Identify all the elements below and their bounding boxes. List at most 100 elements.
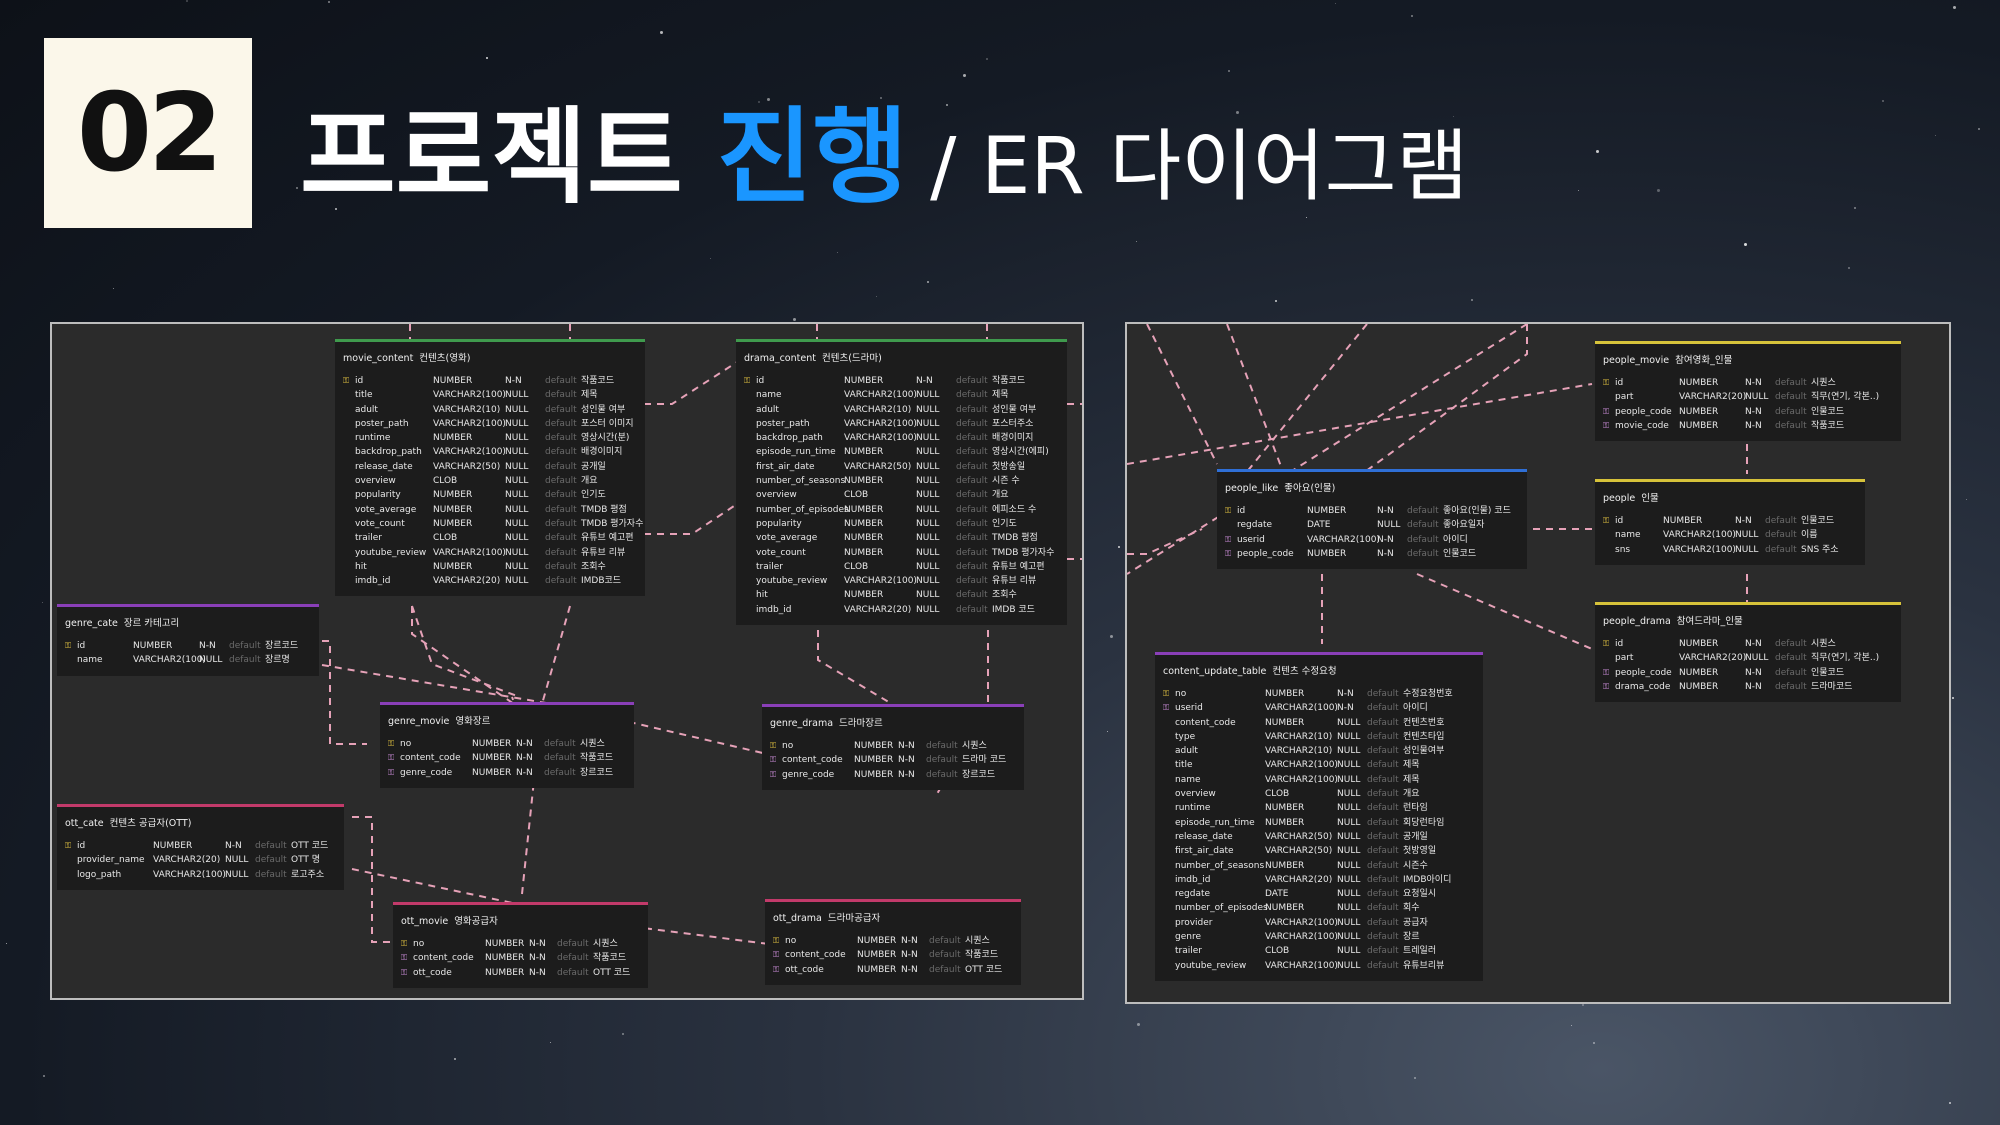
column-comment: 장르코드 <box>580 767 614 778</box>
column-name: popularity <box>355 490 401 501</box>
column-type: NUMBER <box>1679 378 1719 388</box>
column-default: default <box>956 504 988 515</box>
column-nullable: NULL <box>1337 789 1361 800</box>
star <box>1227 70 1230 73</box>
column-name: adult <box>756 404 779 415</box>
table-physical-name: content_update_table <box>1163 666 1267 677</box>
column-nullable: NULL <box>505 447 529 458</box>
title-accent: 진행 <box>716 96 909 218</box>
column-nullable: NULL <box>505 533 529 544</box>
column-spacer <box>1163 830 1175 844</box>
column-comment: 아이디 <box>1403 703 1428 714</box>
table-logical-name: 드라마공급자 <box>827 913 881 924</box>
star <box>1275 300 1278 303</box>
column-comment: 장르명 <box>265 655 290 666</box>
column-type: NUMBER <box>1679 639 1719 649</box>
column-default: default <box>956 547 988 558</box>
column-spacer <box>343 517 355 531</box>
column-type: VARCHAR2(100) <box>433 547 506 558</box>
star <box>1577 190 1579 192</box>
column-nullable: N-N <box>1745 639 1762 649</box>
column-default: default <box>557 953 589 964</box>
page-title: 프로젝트 진행 / ER 다이어그램 <box>300 72 1468 218</box>
column-comment: 공개일 <box>1403 831 1428 842</box>
column-nullable: NULL <box>916 418 940 429</box>
rel-r-3 <box>1146 324 1218 465</box>
star <box>1137 1023 1141 1027</box>
column-default: default <box>545 476 577 487</box>
column-name: id <box>77 641 86 651</box>
column-type: VARCHAR2(100) <box>1663 544 1736 555</box>
relation-lines-right <box>1127 324 1748 650</box>
column-default: default <box>1407 548 1439 559</box>
table-physical-name: people_like <box>1225 483 1279 494</box>
column-comment: 개요 <box>992 490 1009 501</box>
column-type: CLOB <box>844 561 869 572</box>
primary-key-icon: ⚿ <box>744 376 751 385</box>
column-name: name <box>77 655 103 666</box>
column-name: hit <box>355 561 367 572</box>
column-comment: 제목 <box>1403 774 1420 785</box>
column-name: id <box>1237 506 1246 516</box>
column-spacer <box>343 546 355 560</box>
column-comment: 수정요청번호 <box>1403 689 1453 699</box>
column-nullable: NULL <box>1337 860 1361 871</box>
column-default: default <box>1367 717 1399 728</box>
column-spacer <box>343 474 355 488</box>
column-spacer <box>1163 758 1175 772</box>
column-nullable: NULL <box>1735 530 1759 541</box>
column-default: default <box>1407 506 1439 516</box>
column-spacer <box>343 488 355 502</box>
column-spacer <box>744 388 756 402</box>
column-name: trailer <box>1175 946 1202 957</box>
star <box>621 1033 624 1036</box>
column-name: name <box>756 390 782 401</box>
column-default: default <box>545 447 577 458</box>
section-number-badge: 02 <box>44 38 252 228</box>
column-default: default <box>1775 420 1807 431</box>
column-spacer <box>744 417 756 431</box>
column-comment: TMDB 평점 <box>581 504 627 515</box>
column-nullable: NULL <box>1337 932 1361 943</box>
column-nullable: NULL <box>916 490 940 501</box>
column-spacer <box>744 431 756 445</box>
star <box>1854 206 1857 209</box>
star <box>1470 298 1473 301</box>
column-comment: 성인물 여부 <box>992 404 1037 415</box>
column-type: NUMBER <box>433 490 473 501</box>
column-default: default <box>956 376 988 386</box>
column-name: overview <box>1175 789 1216 800</box>
column-type: DATE <box>1307 520 1331 531</box>
column-type: NUMBER <box>133 641 173 651</box>
column-type: VARCHAR2(20) <box>844 604 912 615</box>
column-comment: TMDB 평점 <box>992 533 1038 544</box>
column-default: default <box>1367 960 1399 971</box>
column-spacer <box>1163 716 1175 730</box>
column-default: default <box>545 461 577 472</box>
